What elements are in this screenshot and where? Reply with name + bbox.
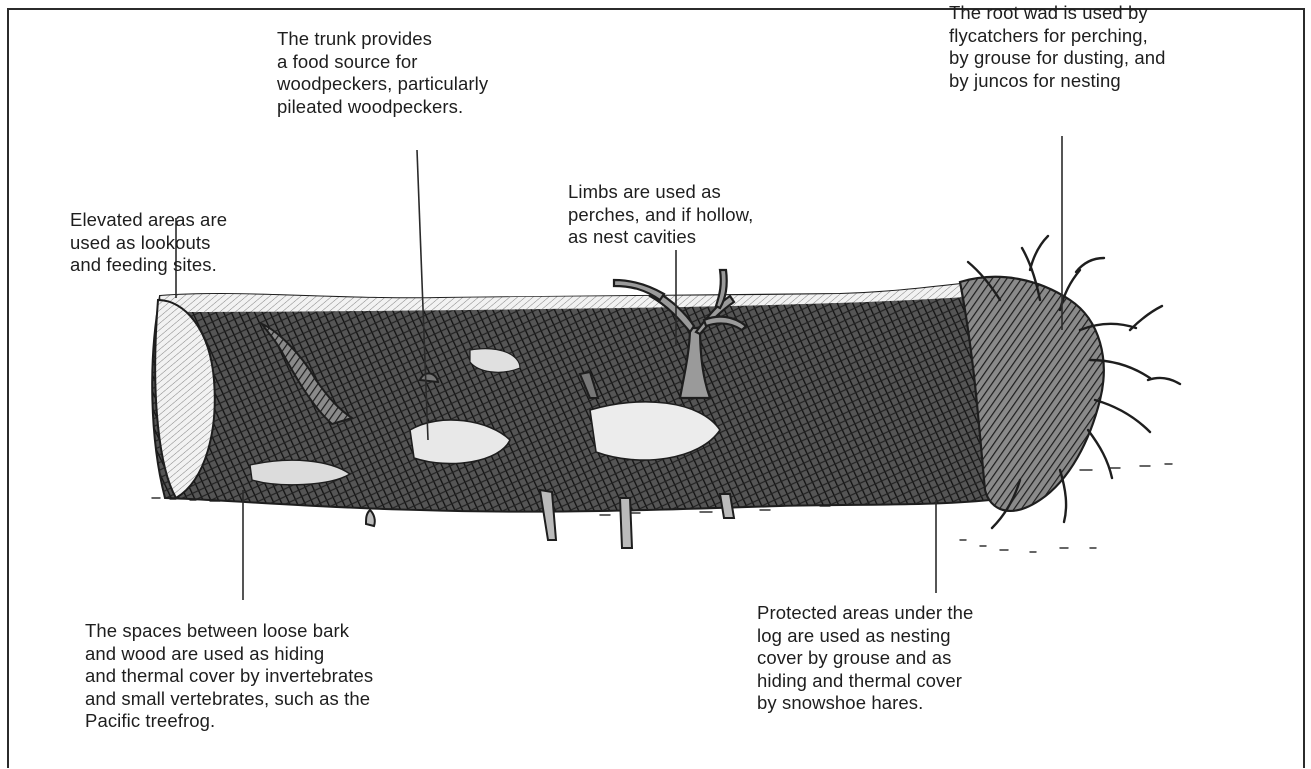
annotation-root-wad: The root wad is used by flycatchers for …: [949, 2, 1166, 92]
annotation-loose-bark: The spaces between loose bark and wood a…: [85, 620, 373, 733]
annotation-protected: Protected areas under the log are used a…: [757, 602, 973, 715]
annotation-trunk: The trunk provides a food source for woo…: [277, 28, 488, 118]
log-trunk: [152, 282, 990, 512]
annotation-limbs: Limbs are used as perches, and if hollow…: [568, 181, 753, 249]
annotation-elevated: Elevated areas are used as lookouts and …: [70, 209, 227, 277]
